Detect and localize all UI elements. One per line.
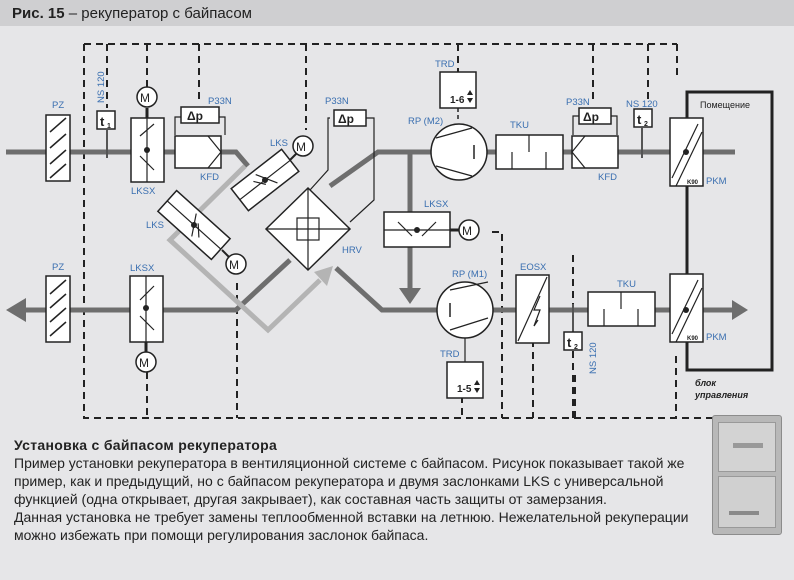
label-trd-top: TRD xyxy=(435,59,455,70)
label-kfd-left: KFD xyxy=(200,172,219,183)
svg-text:M: M xyxy=(229,258,239,272)
svg-text:t: t xyxy=(637,112,642,127)
label-rp-m1: RP (M1) xyxy=(452,269,487,280)
svg-text:M: M xyxy=(139,356,149,370)
pressure-sensor-p33n-right: Δp xyxy=(572,107,618,135)
svg-text:t: t xyxy=(567,335,572,350)
label-lksx-mid: LKSX xyxy=(424,199,449,210)
svg-text:K90: K90 xyxy=(687,180,699,186)
exhaust-arrow-left xyxy=(6,298,26,322)
description: Установка с байпасом рекуператора Пример… xyxy=(14,436,694,544)
control-unit-panel xyxy=(718,476,776,528)
label-tku-bottom: TKU xyxy=(617,279,636,290)
label-pz-bottom: PZ xyxy=(52,262,64,273)
label-ns120-top-left: NS 120 xyxy=(96,71,107,103)
label-p33n-left: P33N xyxy=(208,96,232,107)
bypass-flow-arrow-down xyxy=(399,288,421,304)
label-p33n-mid: P33N xyxy=(325,96,349,107)
label-lksx-bottom: LKSX xyxy=(130,263,155,274)
label-kfd-right: KFD xyxy=(598,172,617,183)
label-rp-m2: RP (M2) xyxy=(408,116,443,127)
label-hrv: HRV xyxy=(342,245,363,256)
controller-trd-top: 1-6 xyxy=(439,71,477,122)
figure-caption: – рекуператор с байпасом xyxy=(64,5,252,22)
label-pkm-top: PKM xyxy=(706,176,727,187)
svg-text:M: M xyxy=(462,224,472,238)
temp-sensor-t2-top: t 2 xyxy=(633,108,653,158)
heater-tku-top xyxy=(495,134,564,170)
figure-title: Рис. 15 – рекуператор с байпасом xyxy=(12,5,252,22)
control-wiring xyxy=(83,43,752,419)
label-lks-lower: LKS xyxy=(146,220,164,231)
control-unit-terminals xyxy=(729,511,759,515)
damper-lks-lower xyxy=(156,189,232,261)
svg-text:Δp: Δp xyxy=(583,110,599,124)
label-tku-top: TKU xyxy=(510,120,529,131)
valve-pkm-bottom: K90 xyxy=(669,273,704,343)
description-paragraph-1: Пример установки рекуператора в вентиляц… xyxy=(14,455,685,507)
filter-kfd-left xyxy=(174,135,222,169)
label-lks-upper: LKS xyxy=(270,138,288,149)
exhaust-arrow-right xyxy=(732,300,748,320)
label-control-unit-2: управления xyxy=(694,390,749,400)
label-lksx-top: LKSX xyxy=(131,186,156,197)
svg-text:1: 1 xyxy=(107,123,111,130)
pressure-sensor-p33n-mid: Δp xyxy=(309,109,375,223)
filter-pz-top xyxy=(45,114,71,182)
bypass-duct xyxy=(166,164,322,334)
figure-title-bar: Рис. 15 – рекуператор с байпасом xyxy=(0,0,794,26)
label-control-unit-1: блок xyxy=(695,378,716,388)
controller-trd-bottom: 1-5 xyxy=(446,361,484,399)
heat-recovery-hrv xyxy=(264,186,352,272)
label-pz-top: PZ xyxy=(52,100,64,111)
pressure-sensor-p33n-left: Δp xyxy=(174,106,226,135)
control-unit-brand xyxy=(733,443,763,448)
label-p33n-right: P33N xyxy=(566,97,590,108)
bypass-arrow xyxy=(314,266,333,286)
damper-lksx-top: M xyxy=(130,86,165,183)
label-ns120-bottom: NS 120 xyxy=(588,342,599,374)
temp-sensor-t2-bottom: t 2 xyxy=(563,304,583,351)
control-unit-image xyxy=(712,415,782,535)
ventilation-schematic: PZ PZ t 1 NS 120 t 2 NS 120 t 2 NS 120 M… xyxy=(6,43,774,419)
valve-pkm-top: K90 xyxy=(669,117,704,187)
description-paragraph-2: Данная установка не требует замены тепло… xyxy=(14,509,689,543)
figure-number: Рис. 15 xyxy=(12,5,65,22)
heater-eosx xyxy=(515,274,550,344)
svg-text:1-5: 1-5 xyxy=(457,384,472,395)
description-heading: Установка с байпасом рекуператора xyxy=(14,437,278,453)
fan-rp-m1 xyxy=(436,281,494,362)
heater-tku-bottom xyxy=(587,291,656,327)
filter-pz-bottom xyxy=(45,275,71,343)
label-pkm-bottom: PKM xyxy=(706,332,727,343)
label-ns120-top-right: NS 120 xyxy=(626,99,658,110)
filter-kfd-right xyxy=(571,135,619,169)
damper-lks-upper xyxy=(230,148,300,212)
svg-text:Δp: Δp xyxy=(338,112,354,126)
temp-sensor-t1: t 1 xyxy=(96,110,116,158)
label-eosx: EOSX xyxy=(520,262,547,273)
svg-text:Δp: Δp xyxy=(187,109,203,123)
fan-rp-m2 xyxy=(430,123,488,181)
svg-text:K90: K90 xyxy=(687,336,699,342)
control-unit-lid xyxy=(718,422,776,472)
motor-lks-lower xyxy=(225,253,247,275)
damper-lksx-bottom: M xyxy=(129,275,164,373)
svg-text:M: M xyxy=(296,140,306,154)
svg-text:1-6: 1-6 xyxy=(450,95,465,106)
damper-lksx-mid: M xyxy=(383,211,480,248)
room-boundary xyxy=(685,90,774,372)
motor-lks-upper xyxy=(292,135,314,157)
svg-text:2: 2 xyxy=(644,121,648,128)
svg-text:M: M xyxy=(140,91,150,105)
label-trd-bottom: TRD xyxy=(440,349,460,360)
svg-text:2: 2 xyxy=(574,344,578,351)
label-room: Помещение xyxy=(700,100,750,110)
svg-text:t: t xyxy=(100,114,105,129)
